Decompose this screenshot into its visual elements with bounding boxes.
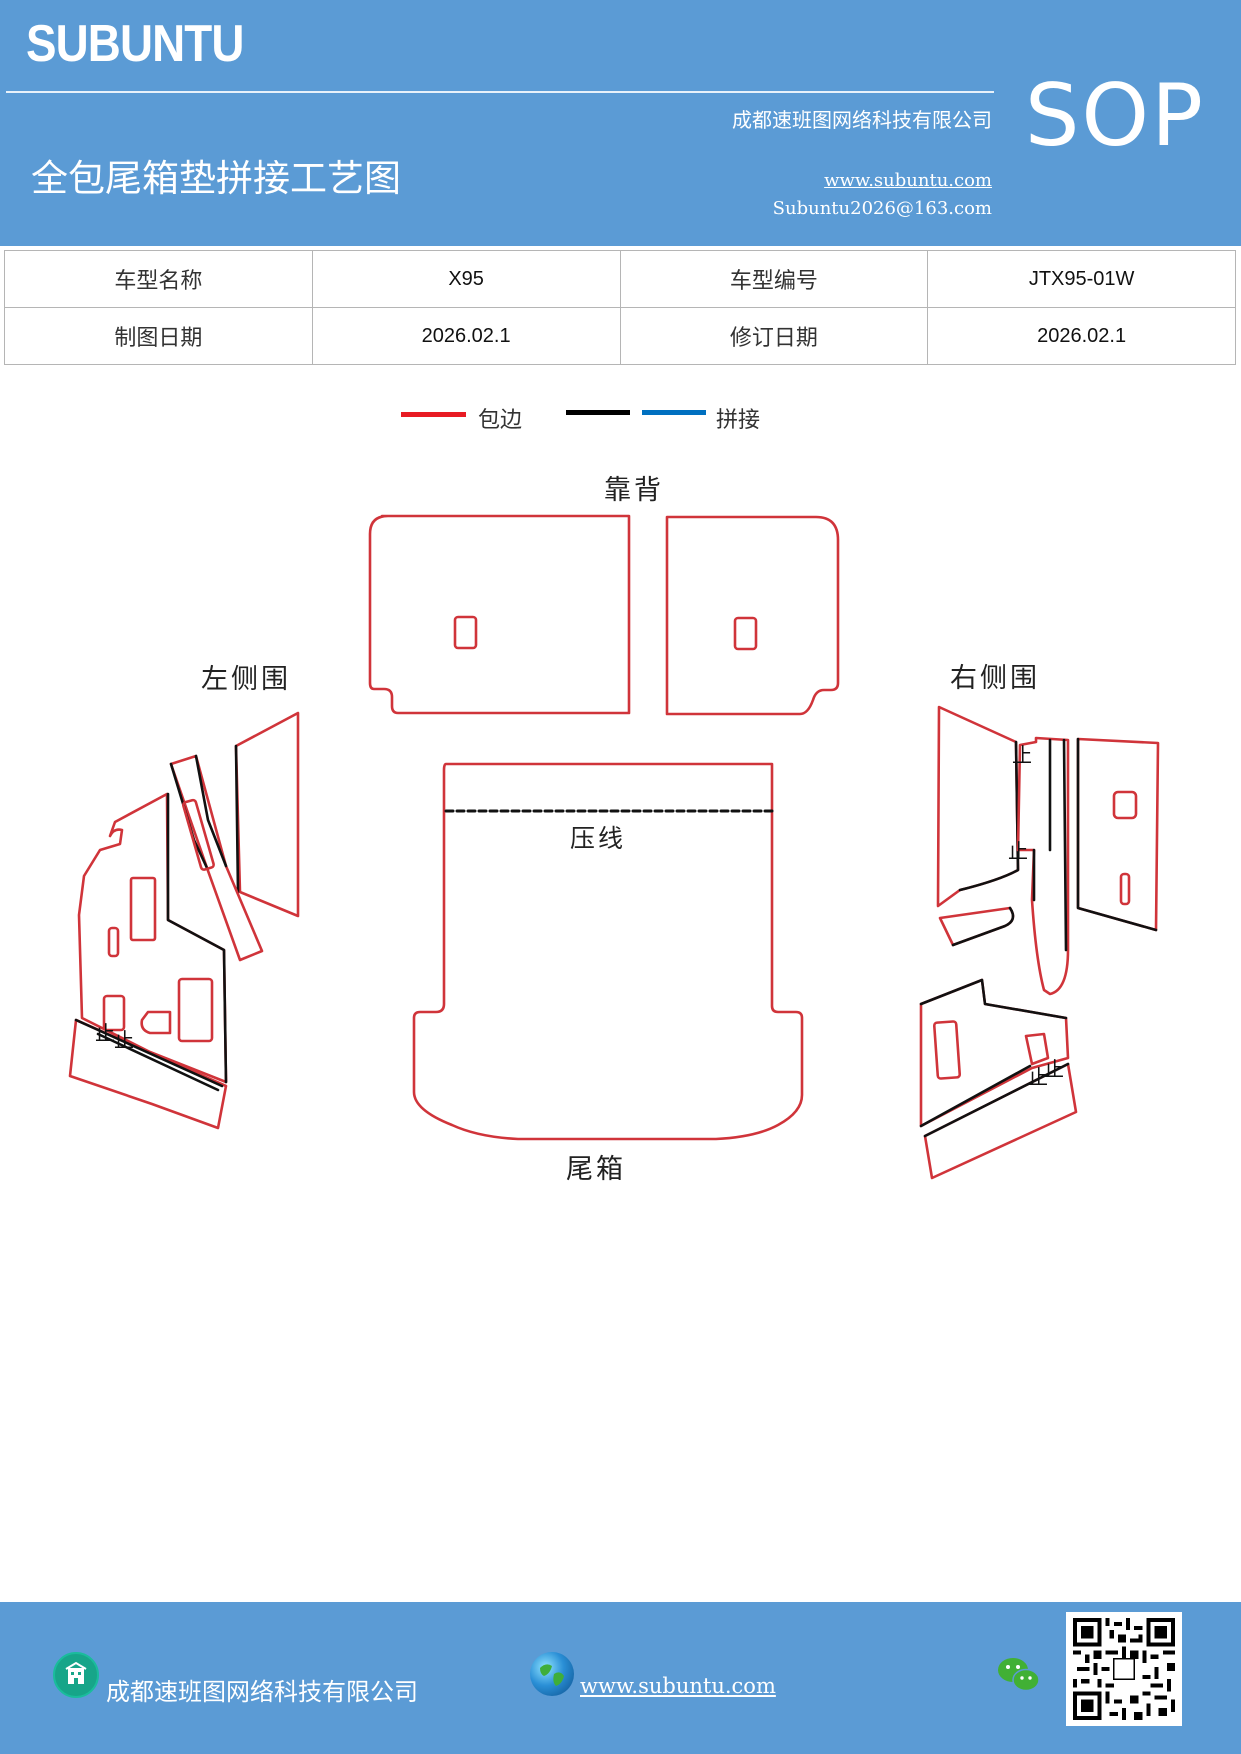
header-divider xyxy=(6,91,994,93)
legend-black-swatch xyxy=(566,410,630,415)
left-main-hole-5 xyxy=(140,1010,172,1035)
left-main-hole-1 xyxy=(129,876,157,942)
right-panel-far-seam xyxy=(1076,737,1158,932)
info-table: 车型名称 X95 车型编号 JTX95-01W 制图日期 2026.02.1 修… xyxy=(4,250,1236,365)
legend-seam-swatch xyxy=(642,410,706,415)
legend: 包边 拼接 xyxy=(0,396,1241,440)
brand-logo: SUBUNTU xyxy=(26,15,244,73)
left-main-hole-4 xyxy=(177,977,214,1043)
right-bottom-seam xyxy=(923,1062,1070,1138)
right-stop-mark-2: 止 xyxy=(1008,839,1028,863)
left-strip-slot xyxy=(181,798,215,871)
wechat-icon[interactable] xyxy=(996,1654,1042,1696)
qr-code xyxy=(1066,1612,1182,1726)
draw-date-value: 2026.02.1 xyxy=(311,307,621,365)
backrest-left-hole xyxy=(453,615,478,650)
trunk-label: 尾箱 xyxy=(566,1154,626,1185)
backrest-label: 靠背 xyxy=(604,475,664,506)
header-email: Subuntu2026@163.com xyxy=(772,198,992,219)
revise-date-label: 修订日期 xyxy=(619,307,929,365)
legend-edge-label: 包边 xyxy=(478,408,523,433)
left-main-hole-2 xyxy=(107,926,120,958)
left-main-hole-3 xyxy=(102,994,126,1032)
right-stop-mark-3: 止 xyxy=(1028,1065,1048,1089)
left-bottom-panel xyxy=(68,1018,228,1130)
trunk-floor-panel xyxy=(412,762,804,1141)
right-panel-far xyxy=(1076,737,1160,932)
header-company-name: 成都速班图网络科技有限公司 xyxy=(732,108,992,132)
legend-edge-swatch xyxy=(401,412,466,417)
left-main-seam xyxy=(166,792,228,1084)
right-far-hole-2 xyxy=(1119,872,1131,906)
header-banner: SUBUNTU SOP 成都速班图网络科技有限公司 全包尾箱垫拼接工艺图 www… xyxy=(0,0,1241,246)
right-strip-panel xyxy=(1016,736,1070,996)
right-lower-small xyxy=(1024,1032,1050,1066)
left-panel-far-seam xyxy=(234,744,240,894)
right-stop-mark-1: 止 xyxy=(1012,743,1032,767)
globe-icon xyxy=(530,1652,574,1696)
model-code-value: JTX95-01W xyxy=(927,250,1236,308)
building-icon xyxy=(53,1652,99,1698)
mat-pieces-drawing: 止 止 止 止 止 止 xyxy=(68,514,1160,1180)
model-name-value: X95 xyxy=(311,250,621,308)
mat-diagram: 止 止 止 止 止 止 靠背 左侧围 右侧围 压线 尾箱 xyxy=(0,440,1241,1200)
table-row: 制图日期 2026.02.1 修订日期 2026.02.1 xyxy=(4,307,1236,365)
right-stop-mark-4: 止 xyxy=(1044,1057,1064,1081)
backrest-right-hole xyxy=(733,616,758,651)
draw-date-label: 制图日期 xyxy=(4,307,313,365)
footer-banner: 成都速班图网络科技有限公司 www.subuntu.com xyxy=(0,1602,1241,1754)
table-row: 车型名称 X95 车型编号 JTX95-01W xyxy=(4,250,1236,308)
left-stop-mark-1: 止 xyxy=(95,1021,115,1045)
crease-label: 压线 xyxy=(570,824,627,853)
right-lower-hole xyxy=(932,1020,962,1080)
header-website-link[interactable]: www.subuntu.com xyxy=(824,170,992,191)
footer-company-name: 成都速班图网络科技有限公司 xyxy=(106,1678,418,1706)
left-stop-mark-2: 止 xyxy=(114,1028,134,1052)
left-panel-far xyxy=(234,711,300,918)
backrest-left-panel xyxy=(368,514,631,715)
revise-date-value: 2026.02.1 xyxy=(927,307,1236,365)
model-name-label: 车型名称 xyxy=(4,250,313,308)
right-side-label: 右侧围 xyxy=(950,663,1040,694)
left-bottom-seam xyxy=(74,1018,224,1092)
backrest-right-panel xyxy=(665,515,840,716)
document-title: 全包尾箱垫拼接工艺图 xyxy=(31,157,401,200)
right-upper-seam xyxy=(958,740,1020,892)
footer-website-link[interactable]: www.subuntu.com xyxy=(580,1674,776,1698)
right-lower-seam xyxy=(919,978,1068,1128)
left-side-label: 左侧围 xyxy=(201,664,291,695)
right-upper-small-seam xyxy=(951,906,1015,947)
right-far-hole-1 xyxy=(1112,790,1138,820)
model-code-label: 车型编号 xyxy=(619,250,929,308)
right-strip-seam xyxy=(1032,738,1068,952)
sop-label: SOP xyxy=(1024,66,1205,166)
legend-seam-label: 拼接 xyxy=(716,408,761,433)
